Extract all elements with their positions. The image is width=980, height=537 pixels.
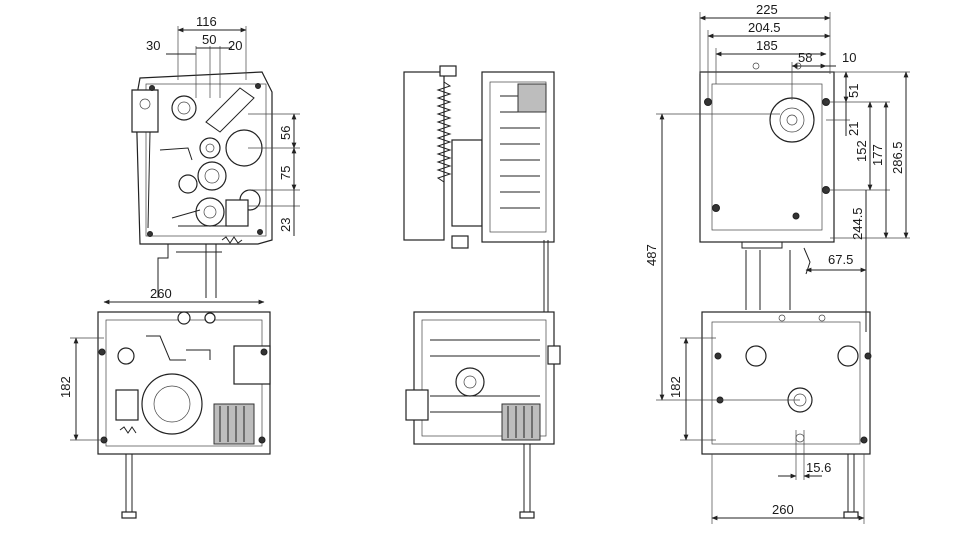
dim-51: 51	[846, 84, 861, 98]
dim-21: 21	[846, 122, 861, 136]
dim-58: 58	[798, 50, 812, 65]
dim-152: 152	[854, 140, 869, 162]
dim-67-5: 67.5	[828, 252, 853, 267]
dim-244-5: 244.5	[850, 207, 865, 240]
left-front-view	[97, 71, 273, 519]
dim-75: 75	[278, 166, 293, 180]
dim-30: 30	[146, 38, 160, 53]
dim-10: 10	[842, 50, 856, 65]
dim-15-6: 15.6	[806, 460, 831, 475]
middle-side-view	[403, 65, 561, 519]
dim-487: 487	[644, 244, 659, 266]
dim-116: 116	[196, 14, 217, 29]
dim-286-5: 286.5	[890, 141, 905, 174]
dim-204-5: 204.5	[748, 20, 781, 35]
dim-50: 50	[202, 32, 216, 47]
dim-182-left: 182	[58, 376, 73, 398]
left-dimensions: 116 30 50 20 56 75 23 260 182	[58, 14, 300, 441]
dim-185: 185	[756, 38, 778, 53]
dim-20: 20	[228, 38, 242, 53]
dim-23: 23	[278, 218, 293, 232]
dim-182-right: 182	[668, 376, 683, 398]
dim-225: 225	[756, 2, 778, 17]
dim-177: 177	[870, 144, 885, 166]
right-rear-view	[699, 62, 872, 519]
dim-260-left: 260	[150, 286, 172, 301]
dim-56: 56	[278, 126, 293, 140]
dim-260-right: 260	[772, 502, 794, 517]
right-dimensions: 225 204.5 185 58 10 51 21 152 177 286.5 …	[644, 2, 910, 524]
